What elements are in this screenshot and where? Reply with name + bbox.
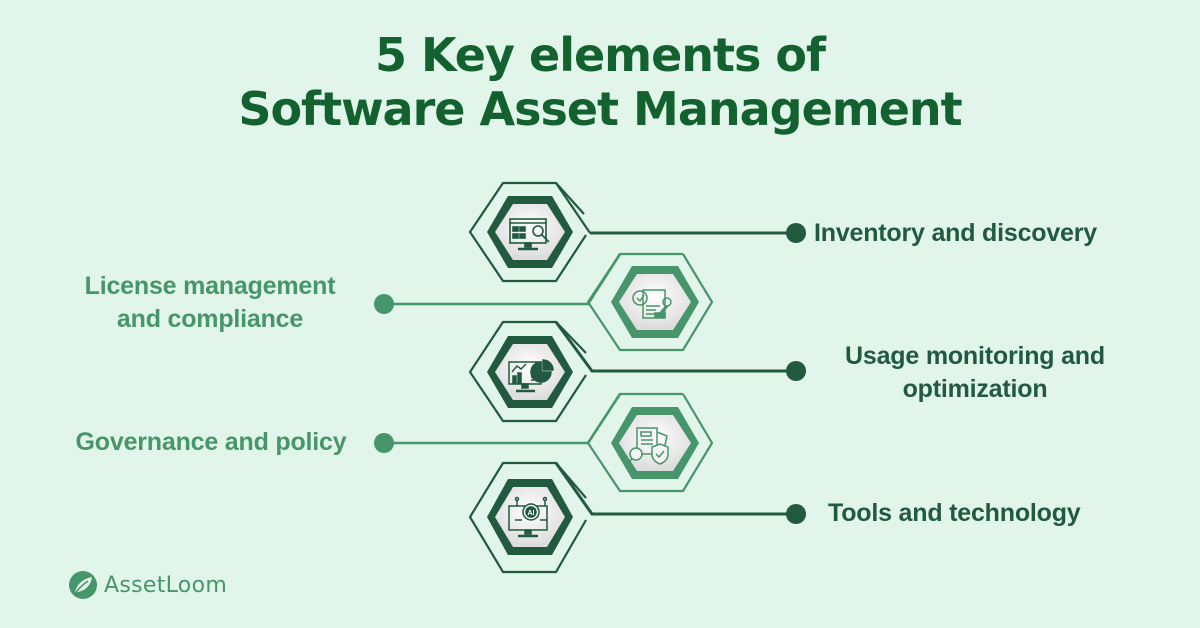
element-3-label-line-1: Usage monitoring and — [845, 342, 1105, 370]
element-4-label: Governance and policy — [75, 428, 347, 456]
element-3-label: Usage monitoring and optimization — [815, 340, 1135, 406]
element-4-hexagon — [385, 392, 714, 493]
monitor-analytics-icon — [508, 359, 554, 393]
title-line-2: Software Asset Management — [238, 82, 962, 136]
document-shield-search-icon — [626, 427, 669, 465]
leaf-logo-icon — [69, 571, 97, 599]
page-title: 5 Key elements of Software Asset Managem… — [0, 28, 1200, 136]
element-2-label-line-2: and compliance — [116, 305, 304, 333]
brand-logo: AssetLoom — [68, 570, 227, 600]
element-2-hexagon — [385, 252, 714, 352]
element-3-connector-dot — [786, 361, 806, 381]
title-line-1: 5 Key elements of — [374, 28, 826, 82]
element-5-connector-dot — [786, 504, 806, 524]
monitor-search-icon — [509, 218, 550, 251]
monitor-ai-gear-icon: AI — [508, 496, 548, 538]
element-3-label-line-2: optimization — [902, 375, 1048, 403]
element-1-label: Inventory and discovery — [814, 219, 1097, 247]
element-3-hexagon — [468, 320, 795, 423]
element-4-connector-dot — [374, 433, 394, 453]
element-2-label-line-1: License management — [84, 272, 336, 300]
document-stamp-icon — [632, 289, 672, 319]
svg-text:AI: AI — [528, 510, 535, 517]
element-2-label: License management and compliance — [55, 270, 365, 336]
element-1-hexagon — [468, 181, 795, 283]
element-2-connector-dot — [374, 294, 394, 314]
element-1-connector-dot — [786, 223, 806, 243]
element-5-hexagon: AI — [468, 461, 795, 574]
element-5-label: Tools and technology — [828, 499, 1081, 527]
brand-name: AssetLoom — [104, 572, 228, 598]
